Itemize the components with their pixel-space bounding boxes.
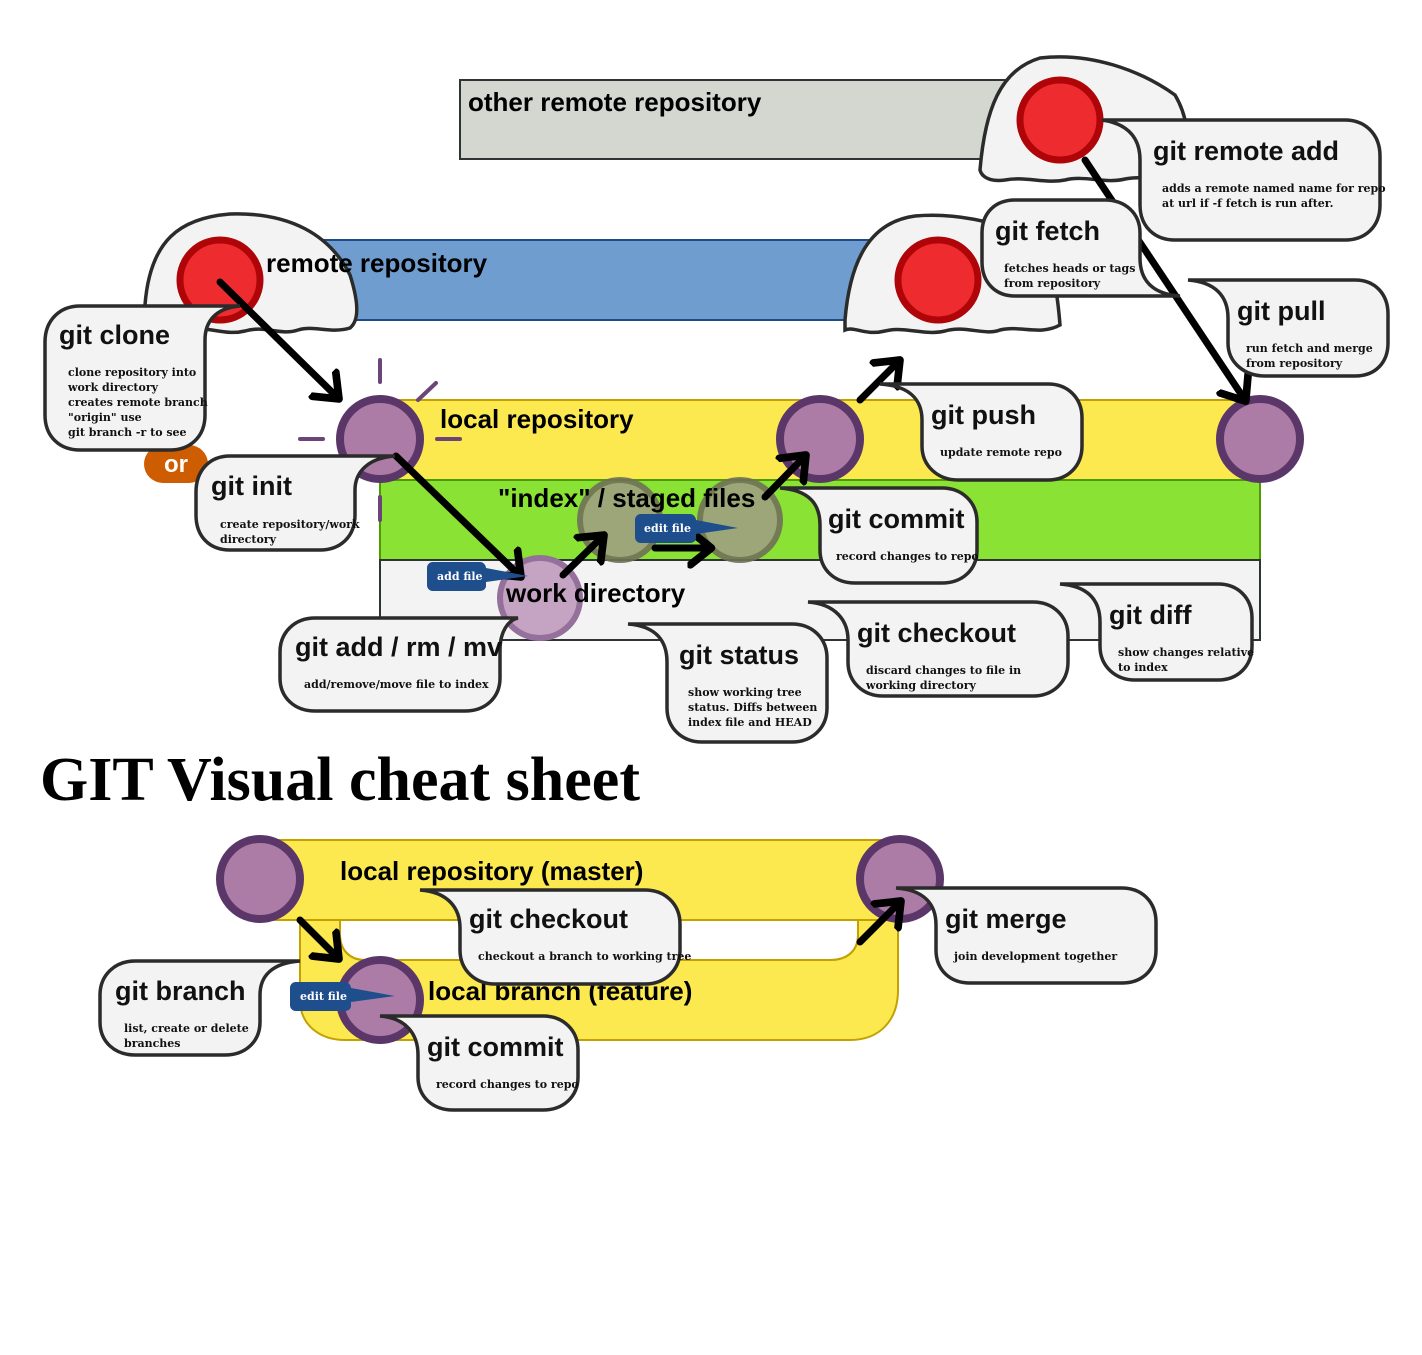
git-fetch-command: git fetch bbox=[995, 216, 1100, 246]
git-clone-callout[interactable]: git clone clone repository into work dir… bbox=[43, 304, 241, 452]
add-arrow-icon bbox=[559, 536, 603, 579]
git-merge-description: join development together bbox=[953, 950, 1117, 963]
git-branch-command: git branch bbox=[115, 976, 246, 1006]
index-node-2 bbox=[697, 477, 783, 563]
git-status-callout[interactable]: git status show working tree status. Dif… bbox=[627, 622, 829, 744]
edit-file-index-tag: edit file bbox=[635, 514, 738, 543]
edit-file-branch-tag: edit file bbox=[290, 982, 395, 1011]
git-add-description: add/remove/move file to index bbox=[304, 678, 489, 691]
remote-node-other bbox=[1016, 76, 1104, 164]
git-branch-checkout-description: checkout a branch to working tree bbox=[478, 950, 691, 963]
git-merge-callout[interactable]: git merge join development together bbox=[895, 886, 1158, 985]
git-diff-command: git diff bbox=[1109, 600, 1192, 630]
git-commit-description: record changes to repo bbox=[836, 550, 979, 563]
git-commit-command: git commit bbox=[828, 504, 965, 534]
git-branch-commit-description: record changes to repo bbox=[436, 1078, 579, 1091]
git-pull-callout[interactable]: git pull run fetch and merge from reposi… bbox=[1187, 278, 1390, 378]
master-node-merge bbox=[856, 835, 944, 923]
edit-file-branch-tag-label: edit file bbox=[300, 990, 347, 1003]
git-status-command: git status bbox=[679, 640, 799, 670]
or-badge: or bbox=[144, 445, 208, 483]
page-title: GIT Visual cheat sheet bbox=[40, 746, 640, 814]
init-sparkle-icon bbox=[298, 358, 462, 522]
git-init-callout[interactable]: git init create repository/work director… bbox=[194, 454, 396, 552]
git-add-command: git add / rm / mv bbox=[295, 632, 502, 662]
git-branch-description: list, create or delete branches bbox=[124, 1022, 253, 1050]
git-status-description: show working tree status. Diffs between … bbox=[688, 686, 821, 729]
git-remote-add-command: git remote add bbox=[1153, 136, 1339, 166]
git-fetch-description: fetches heads or tags from repository bbox=[1004, 262, 1139, 290]
master-label: local repository (master) bbox=[340, 856, 643, 886]
git-pull-description: run fetch and merge from repository bbox=[1246, 342, 1377, 370]
local-repository-label: local repository bbox=[440, 404, 634, 434]
git-remote-add-description: adds a remote named name for repo at url… bbox=[1162, 182, 1389, 210]
local-node-pull bbox=[1216, 395, 1304, 483]
git-branch-checkout-command: git checkout bbox=[469, 904, 628, 934]
git-clone-command: git clone bbox=[59, 320, 170, 350]
git-remote-add-callout[interactable]: git remote add adds a remote named name … bbox=[1101, 118, 1389, 242]
git-pull-command: git pull bbox=[1237, 296, 1325, 326]
git-clone-description: clone repository into work directory cre… bbox=[67, 366, 212, 439]
other-remote-repository-area: other remote repository bbox=[459, 79, 1021, 160]
git-checkout-command: git checkout bbox=[857, 618, 1016, 648]
add-file-tag: add file bbox=[427, 562, 528, 591]
git-diff-callout[interactable]: git diff show changes relative to index bbox=[1059, 582, 1258, 682]
push-arrow-icon bbox=[856, 361, 899, 404]
edit-file-index-tag-label: edit file bbox=[644, 522, 691, 535]
or-label: or bbox=[164, 451, 188, 478]
remote-node-fetch bbox=[894, 236, 982, 324]
add-file-tag-label: add file bbox=[437, 570, 483, 583]
git-branch-commit-callout[interactable]: git commit record changes to repo bbox=[379, 1014, 580, 1112]
git-commit-callout[interactable]: git commit record changes to repo bbox=[779, 486, 979, 585]
git-init-description: create repository/work directory bbox=[220, 518, 363, 546]
git-push-callout[interactable]: git push update remote repo bbox=[879, 382, 1084, 482]
clone-arrow-icon bbox=[216, 278, 338, 398]
master-node-start bbox=[216, 835, 304, 923]
git-add-callout[interactable]: git add / rm / mv add/remove/move file t… bbox=[278, 616, 519, 713]
other-remote-repository-label: other remote repository bbox=[468, 87, 762, 117]
git-branch-checkout-callout[interactable]: git checkout checkout a branch to workin… bbox=[419, 888, 691, 986]
merge-arrow-icon bbox=[856, 902, 900, 946]
git-fetch-callout[interactable]: git fetch fetches heads or tags from rep… bbox=[980, 198, 1181, 298]
git-push-description: update remote repo bbox=[940, 446, 1062, 459]
work-directory-label: work directory bbox=[505, 578, 686, 608]
git-push-command: git push bbox=[931, 400, 1036, 430]
git-checkout-description: discard changes to file in working direc… bbox=[865, 664, 1025, 692]
git-merge-command: git merge bbox=[945, 904, 1067, 934]
init-to-work-arrow-icon bbox=[392, 452, 520, 576]
git-init-command: git init bbox=[211, 471, 292, 501]
git-checkout-callout[interactable]: git checkout discard changes to file in … bbox=[807, 600, 1070, 698]
remote-repository-area bbox=[299, 239, 871, 321]
git-diff-description: show changes relative to index bbox=[1118, 646, 1258, 674]
git-branch-commit-command: git commit bbox=[427, 1032, 564, 1062]
index-label: "index" / staged files bbox=[498, 483, 755, 513]
git-branch-callout[interactable]: git branch list, create or delete branch… bbox=[98, 959, 301, 1057]
branch-arrow-icon bbox=[296, 916, 338, 958]
remote-repository-label: remote repository bbox=[266, 248, 488, 278]
commit-arrow-icon bbox=[761, 456, 805, 501]
